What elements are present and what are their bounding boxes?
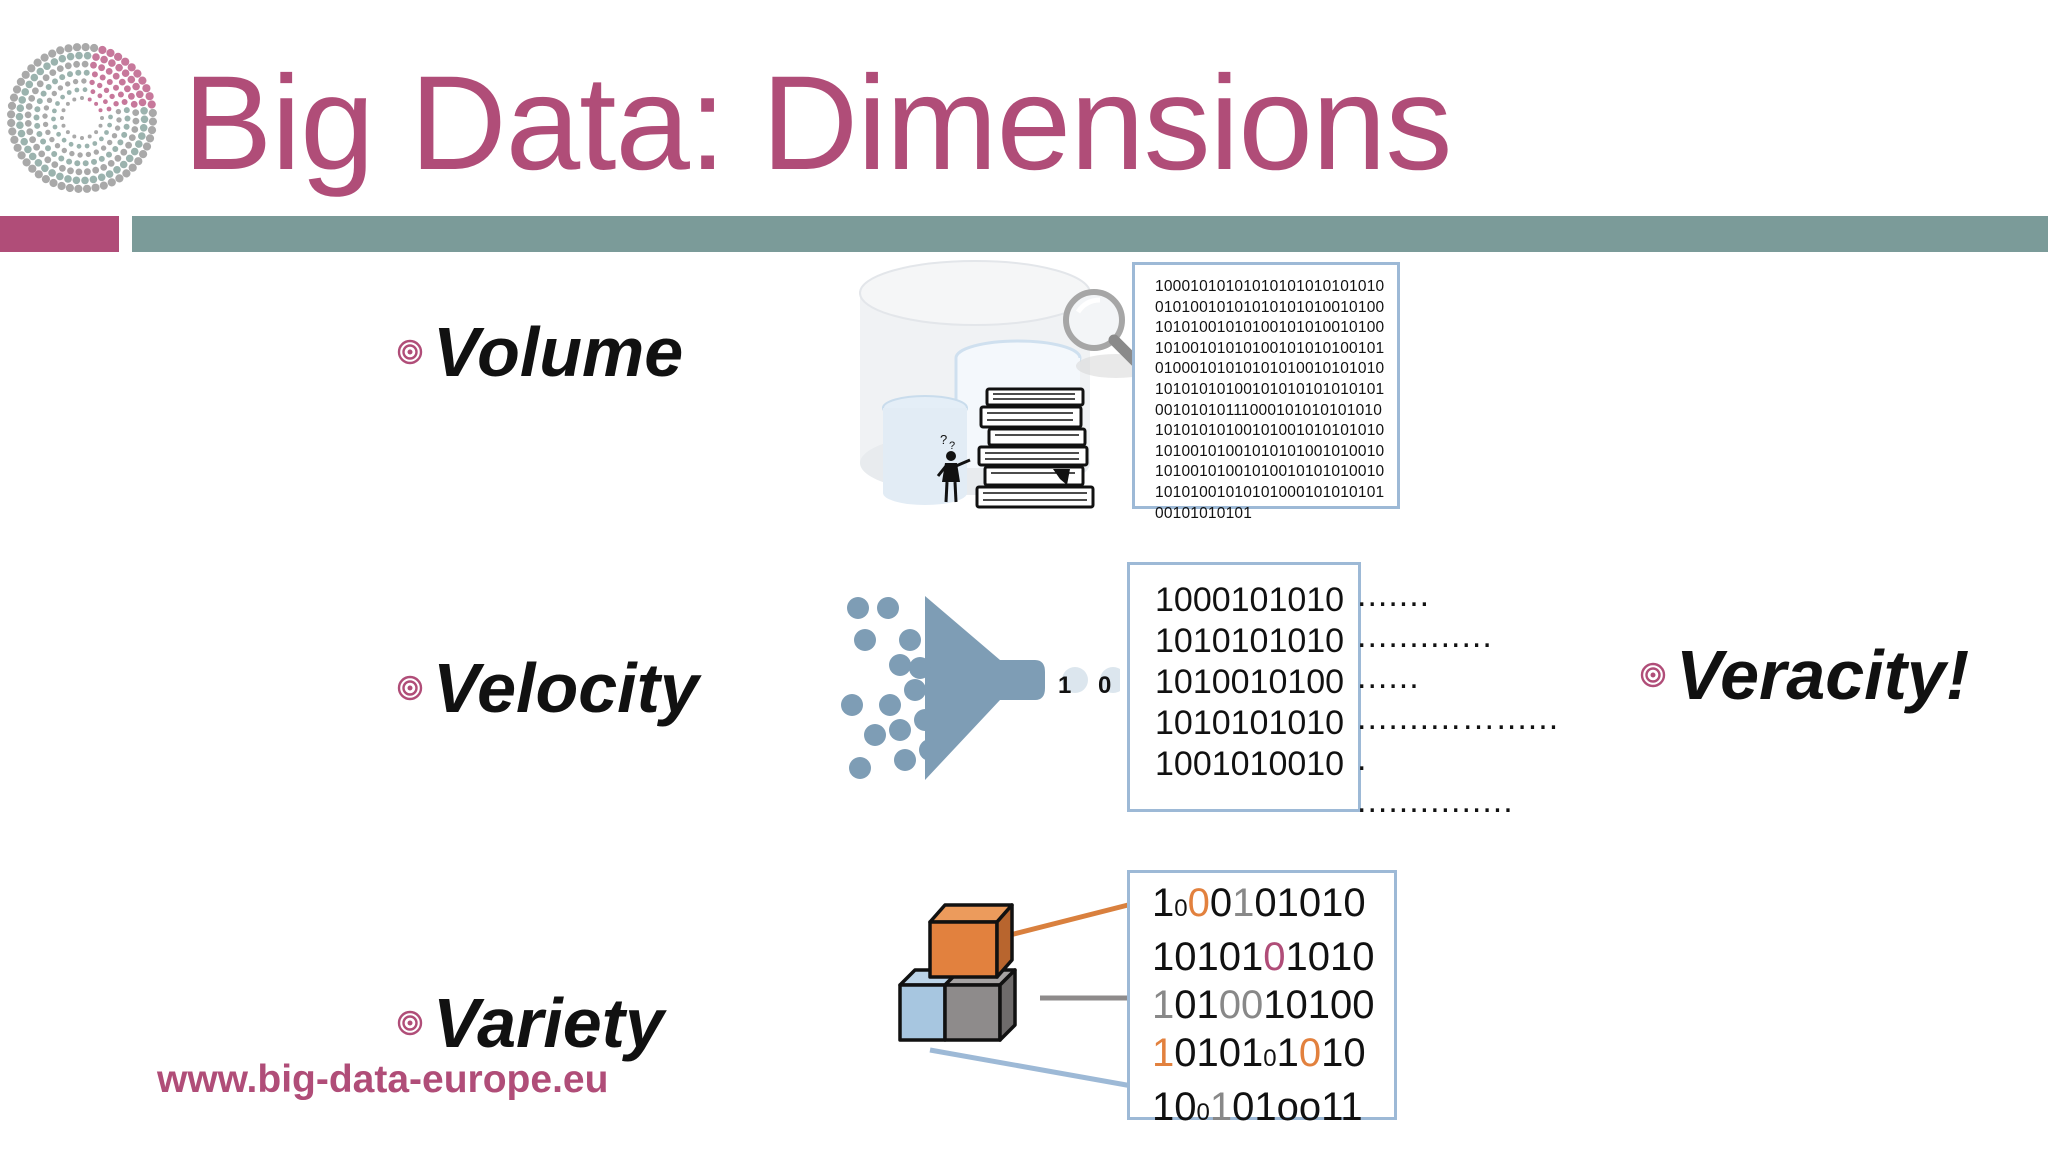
stream-dots: . bbox=[1357, 740, 1368, 778]
funnel-bit-0: 0 bbox=[1098, 672, 1112, 699]
bullet-label: Volume bbox=[433, 313, 684, 391]
binary-line: 1010101010 bbox=[1155, 704, 1345, 742]
binary-line: 100101oo11 bbox=[1152, 1085, 1363, 1129]
bullet-velocity: Velocity bbox=[397, 648, 699, 728]
stream-dots: ..........…...... bbox=[1357, 699, 1560, 737]
stream-dots: ............... bbox=[1357, 782, 1514, 820]
bullet-label: Veracity! bbox=[1676, 636, 1970, 714]
spiral-dots-logo bbox=[7, 43, 157, 193]
target-bullet-icon bbox=[397, 1010, 423, 1036]
bullet-variety: Variety bbox=[397, 983, 664, 1063]
binary-line: 1010010100 bbox=[1155, 663, 1345, 701]
person-question-icon: ? ? bbox=[936, 432, 971, 503]
binary-line: 1000101010 bbox=[1155, 581, 1345, 619]
stream-dots: ...... bbox=[1357, 658, 1420, 696]
binary-line: 1010101010 bbox=[1152, 935, 1375, 979]
bullet-label: Variety bbox=[433, 984, 664, 1062]
website-url: www.big-data-europe.eu bbox=[157, 1058, 609, 1101]
binary-line: 1001010010 bbox=[1155, 745, 1345, 783]
stream-dots: ............. bbox=[1357, 617, 1493, 655]
title-underline-bar bbox=[132, 216, 2048, 252]
velocity-binary-box: 1000101010 1010101010 1010010100 1010101… bbox=[1127, 562, 1361, 812]
page-title: Big Data: Dimensions bbox=[183, 49, 1452, 198]
funnel-bit-1: 1 bbox=[1058, 672, 1072, 699]
svg-text:?: ? bbox=[940, 432, 947, 447]
volume-binary-text: 10001010101010101010101010 0101001010101… bbox=[1155, 278, 1385, 522]
title-underline-accent bbox=[0, 216, 119, 252]
binary-line: 1000101010 bbox=[1152, 881, 1366, 925]
cubes-icon bbox=[898, 901, 1133, 1089]
bullet-veracity: Veracity! bbox=[1640, 635, 1969, 715]
funnel-icon bbox=[841, 596, 1120, 780]
binary-line: 1010101010 bbox=[1155, 622, 1345, 660]
stream-dots: ....... bbox=[1357, 576, 1431, 614]
target-bullet-icon bbox=[397, 675, 423, 701]
books-stack-icon bbox=[975, 387, 1095, 509]
binary-line: 1010010100 bbox=[1152, 983, 1375, 1027]
bullet-label: Velocity bbox=[433, 649, 699, 727]
target-bullet-icon bbox=[397, 339, 423, 365]
bullet-volume: Volume bbox=[397, 312, 683, 392]
svg-text:?: ? bbox=[949, 440, 955, 452]
target-bullet-icon bbox=[1640, 662, 1666, 688]
binary-line: 1010101010 bbox=[1152, 1031, 1366, 1075]
volume-binary-box: 10001010101010101010101010 0101001010101… bbox=[1132, 262, 1400, 522]
